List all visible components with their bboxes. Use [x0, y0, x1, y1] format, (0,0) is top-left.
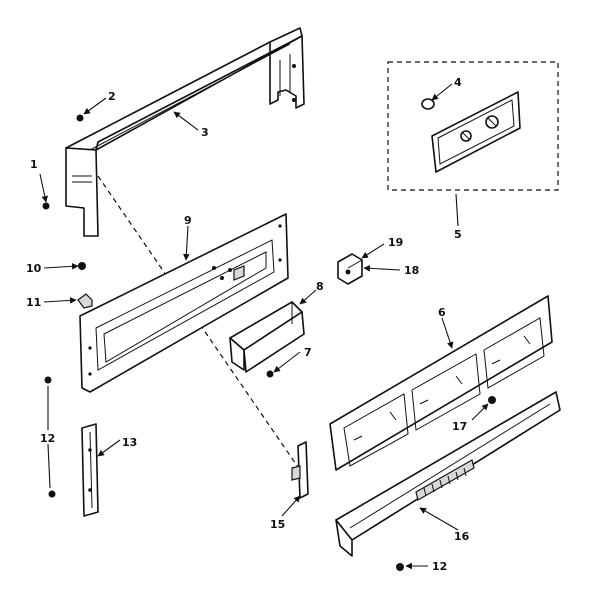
callout-2: 2: [108, 90, 116, 103]
nut-part-10: [78, 262, 86, 270]
part-16-lower-trim: [335, 391, 561, 557]
screw-part-17: [488, 396, 496, 404]
callout-16: 16: [454, 530, 470, 543]
callout-11: 11: [26, 296, 41, 309]
callout-1: 1: [30, 158, 38, 171]
callout-10: 10: [26, 262, 42, 275]
part-8-channel-bracket: [229, 301, 305, 373]
callout-9: 9: [184, 214, 192, 227]
part-5-group-box: [387, 61, 559, 191]
callout-18: 18: [404, 264, 419, 277]
callout-15: 15: [270, 518, 285, 531]
leader-lines: [39, 83, 489, 570]
screw-part-7: [266, 370, 274, 378]
part-15-bracket: [291, 441, 309, 499]
screw-part-18: [345, 269, 351, 275]
callout-labels: 1 2 3 4 5 6 7 8 9 10 11 12 13 15 16 17 1…: [26, 76, 470, 573]
screw-part-12-upper: [44, 376, 52, 384]
callout-12-bottom: 12: [432, 560, 447, 573]
part-3-backguard-top-trim: [65, 27, 305, 237]
callout-4: 4: [454, 76, 462, 89]
callout-7: 7: [304, 346, 312, 359]
screw-part-12-bottom: [396, 563, 404, 571]
callout-13: 13: [122, 436, 137, 449]
callout-17: 17: [452, 420, 467, 433]
callout-12-left: 12: [40, 432, 55, 445]
clip-part-11: [77, 293, 93, 309]
callout-19: 19: [388, 236, 403, 249]
part-19-clip: [337, 253, 363, 285]
assembly-guide-line: [97, 175, 301, 471]
screw-part-1: [42, 202, 50, 210]
part-6-window-panel: [329, 295, 553, 471]
callout-6: 6: [438, 306, 446, 319]
callout-5: 5: [454, 228, 462, 241]
part-13-side-bracket: [81, 423, 99, 517]
screw-part-2: [76, 114, 84, 122]
screw-part-12-lower: [48, 490, 56, 498]
part-9-control-panel: [79, 213, 289, 393]
callout-3: 3: [201, 126, 209, 139]
callout-8: 8: [316, 280, 324, 293]
